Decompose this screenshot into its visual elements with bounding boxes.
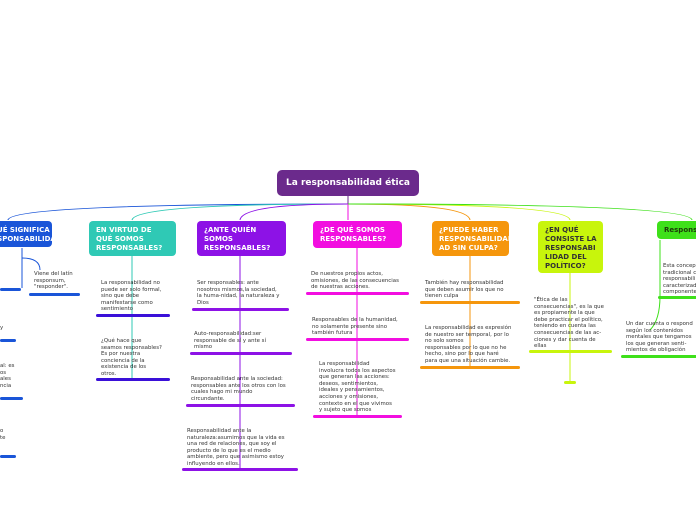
branch-6-topic[interactable]: ¿EN QUÉ CONSISTE LA RESPONSABI LIDAD DEL… — [538, 221, 603, 273]
underline-temporal-being — [420, 366, 520, 369]
note-nature-responsibility: Responsabilidad ante la naturaleza:asumi… — [187, 428, 285, 467]
underline-mental-contents — [621, 355, 696, 358]
underline-traditional-concept — [658, 296, 696, 299]
underline-own-acts — [306, 292, 409, 295]
note-no-guilt: También hay responsabilidad que deben as… — [425, 280, 504, 300]
note-b1-fragment-1: y — [0, 325, 4, 331]
note-traditional-concept: Esta concep tradicional c responsabili c… — [663, 263, 696, 296]
underline-formal-responsibility — [96, 314, 170, 317]
branch-5-label: ¿PUEDE HABER RESPONSABILIDAD AD SIN CULP… — [439, 226, 514, 252]
note-b1-fragment-2: al: es os ales ncia — [0, 363, 15, 389]
note-why-responsible: ¿Qué hace que seamos responsables? Es po… — [101, 338, 162, 377]
underline-humanity — [306, 338, 409, 341]
underline-b1-d — [0, 455, 16, 458]
branch-2-topic[interactable]: EN VIRTUD DE QUÉ SOMOS RESPONSABLES? — [89, 221, 176, 256]
branch-3-label: ¿ANTE QUIÉN SOMOS RESPONSABLES? — [204, 226, 271, 252]
branch-4-topic[interactable]: ¿DE QUÉ SOMOS RESPONSABLES? — [313, 221, 402, 248]
underline-latin-origin — [29, 293, 80, 296]
branch-7-topic[interactable]: Responsa — [657, 221, 696, 239]
branch-3-topic[interactable]: ¿ANTE QUIÉN SOMOS RESPONSABLES? — [197, 221, 286, 256]
branch-5-topic[interactable]: ¿PUEDE HABER RESPONSABILIDAD AD SIN CULP… — [432, 221, 514, 256]
note-society-responsibility: Responsabilidad ante la sociedad: respon… — [191, 376, 286, 402]
note-involves-aspects: La responsabilidad involucra todos los a… — [319, 361, 396, 414]
branch-2-label: EN VIRTUD DE QUÉ SOMOS RESPONSABLES? — [96, 226, 163, 252]
underline-b1-a — [0, 288, 21, 291]
underline-society-responsibility — [186, 404, 295, 407]
underline-no-guilt — [420, 301, 520, 304]
note-self-responsibility: Auto-responsabilidad:ser responsable de … — [194, 331, 266, 351]
underline-b6-empty — [564, 381, 576, 384]
branch-7-label: Responsa — [664, 226, 696, 234]
note-temporal-being: La responsabilidad es expresión de nuest… — [425, 325, 512, 364]
underline-why-responsible — [96, 378, 170, 381]
note-formal-responsibility: La responsabilidad no puede ser solo for… — [101, 280, 162, 313]
branch-1-topic[interactable]: ¿QUÉ SIGNIFICA RESPONSABILIDAD? — [0, 221, 66, 247]
underline-involves-aspects — [313, 415, 402, 418]
underline-self-responsibility — [190, 352, 292, 355]
note-ethics-consequences: "Ética de las consecuencias", es la que … — [534, 297, 604, 350]
underline-before-whom — [192, 308, 289, 311]
branch-4-label: ¿DE QUÉ SOMOS RESPONSABLES? — [320, 226, 387, 243]
root-topic[interactable]: La responsabilidad ética — [277, 170, 419, 196]
note-before-whom: Ser responsables: ante nosotros mismos,l… — [197, 280, 280, 306]
underline-b1-b — [0, 339, 16, 342]
note-humanity: Responsables de la humanidad, no solamen… — [312, 317, 398, 337]
branch-1-label: ¿QUÉ SIGNIFICA RESPONSABILIDAD? — [0, 226, 66, 243]
note-latin-origin: Viene del latín responsum, "responder". — [34, 271, 73, 291]
note-own-acts: De nuestros propios actos, omisiones, de… — [311, 271, 399, 291]
underline-b1-c — [0, 397, 23, 400]
underline-nature-responsibility — [182, 468, 298, 471]
note-mental-contents: Un dar cuenta o respond según los conten… — [626, 321, 693, 354]
underline-ethics-consequences — [529, 350, 612, 353]
note-b1-fragment-3: o te — [0, 428, 6, 441]
branch-6-label: ¿EN QUÉ CONSISTE LA RESPONSABI LIDAD DEL… — [545, 226, 597, 270]
